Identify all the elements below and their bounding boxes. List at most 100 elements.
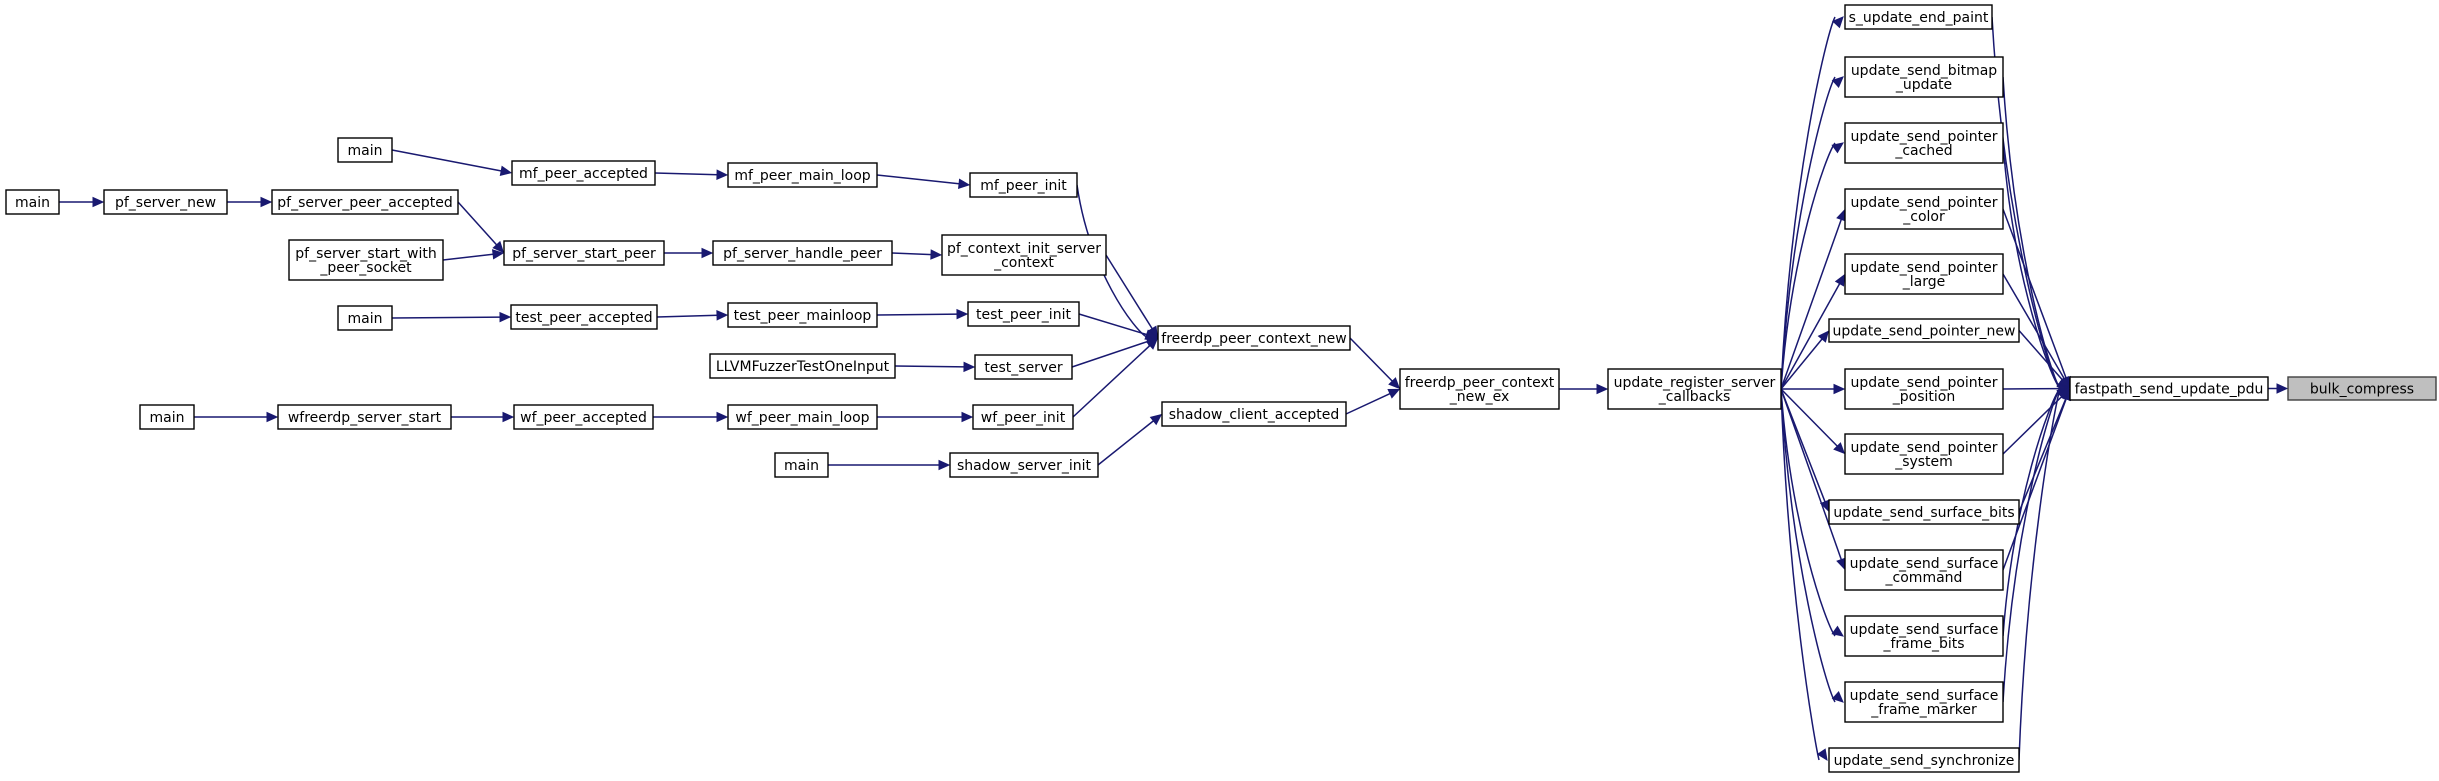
edge-pf-server-new-to-pf-server-peer-accepted (227, 196, 273, 208)
node-fastpath-send-update-pdu[interactable]: fastpath_send_update_pdu (2069, 376, 2269, 401)
node-label: fastpath_send_update_pdu (2075, 382, 2264, 398)
node-box (2287, 376, 2437, 401)
node-label: test_peer_mainloop (734, 308, 872, 324)
node-test-peer-accepted[interactable]: test_peer_accepted (510, 304, 658, 330)
node-wf-peer-accepted[interactable]: wf_peer_accepted (513, 404, 654, 430)
node-label: update_send_synchronize (1834, 753, 2015, 769)
node-main-shadow[interactable]: main (774, 452, 829, 478)
edge-wf-peer-main-loop-to-wf-peer-init (877, 411, 974, 423)
edge-test-peer-accepted-to-test-peer-mainloop (656, 310, 729, 321)
node-box (2069, 376, 2269, 401)
node-update-send-pointer-position[interactable]: update_send_pointer_position (1844, 368, 2004, 410)
node-wfreerdp-server-start[interactable]: wfreerdp_server_start (277, 404, 452, 430)
node-label: main (348, 143, 383, 159)
node-mf-peer-init[interactable]: mf_peer_init (969, 172, 1078, 198)
node-update-send-surface-bits[interactable]: update_send_surface_bits (1828, 499, 2020, 525)
node-update-send-surface-command[interactable]: update_send_surface_command (1844, 549, 2004, 591)
edge-mf-peer-accepted-to-mf-peer-main-loop (654, 169, 729, 180)
node-label: update_send_pointer (1850, 375, 1997, 391)
node-update-send-surface-frame-bits[interactable]: update_send_surface_frame_bits (1844, 615, 2004, 657)
edge-pf-server-start-peer-to-pf-server-handle-peer (664, 247, 714, 259)
node-update-send-pointer-cached[interactable]: update_send_pointer_cached (1844, 122, 2004, 164)
edge-pf-server-handle-peer-to-pf-context-init-server-context (891, 249, 943, 260)
node-pf-server-peer-accepted[interactable]: pf_server_peer_accepted (271, 189, 459, 215)
node-box (1828, 747, 2020, 773)
node-main-pf[interactable]: main (5, 189, 60, 215)
node-pf-server-new[interactable]: pf_server_new (103, 189, 228, 215)
node-llvmfuzzertestoneinput[interactable]: LLVMFuzzerTestOneInput (709, 353, 896, 379)
node-box (1844, 188, 2004, 230)
node-box (503, 240, 665, 266)
node-box (1844, 253, 2004, 295)
node-label: update_send_surface (1850, 688, 1999, 704)
edge-update-register-server-callbacks-to-update-send-surface-frame-bits (1780, 388, 1844, 637)
node-shadow-client-accepted[interactable]: shadow_client_accepted (1161, 401, 1347, 427)
edge-freerdp-peer-context-new-ex-to-update-register-server-callbacks (1559, 383, 1609, 395)
node-label: update_register_server (1614, 375, 1776, 391)
node-wf-peer-init[interactable]: wf_peer_init (972, 404, 1074, 430)
node-mf-peer-main-loop[interactable]: mf_peer_main_loop (727, 162, 878, 188)
node-box (510, 304, 658, 330)
edge-wfreerdp-server-start-to-wf-peer-accepted (451, 411, 515, 423)
node-update-send-pointer-new[interactable]: update_send_pointer_new (1828, 318, 2020, 343)
node-label: main (15, 195, 50, 211)
node-label: main (784, 458, 819, 474)
node-test-peer-mainloop[interactable]: test_peer_mainloop (727, 302, 878, 328)
edge-shadow-client-accepted-to-freerdp-peer-context-new-ex (1345, 388, 1401, 415)
node-label: _system (1894, 454, 1953, 470)
node-pf-context-init-server-context[interactable]: pf_context_init_server_context (941, 234, 1107, 276)
node-update-send-pointer-color[interactable]: update_send_pointer_color (1844, 188, 2004, 230)
node-label: wf_peer_main_loop (735, 410, 869, 426)
node-mf-peer-accepted[interactable]: mf_peer_accepted (511, 160, 656, 186)
node-wf-peer-main-loop[interactable]: wf_peer_main_loop (727, 404, 878, 430)
node-box (967, 301, 1080, 327)
edge-wf-peer-init-to-freerdp-peer-context-new (1072, 337, 1159, 418)
edge-update-register-server-callbacks-to-update-send-pointer-position (1781, 383, 1846, 395)
node-box (337, 305, 393, 331)
node-box (1161, 401, 1347, 427)
node-pf-server-handle-peer[interactable]: pf_server_handle_peer (712, 240, 893, 266)
edge-main-shadow-to-shadow-server-init (828, 459, 951, 471)
node-label: pf_server_start_with (295, 246, 436, 262)
node-box (727, 302, 878, 328)
node-label: s_update_end_paint (1849, 10, 1989, 26)
node-update-send-pointer-system[interactable]: update_send_pointer_system (1844, 433, 2004, 475)
node-update-send-synchronize[interactable]: update_send_synchronize (1828, 747, 2020, 773)
node-label: _new_ex (1449, 389, 1510, 405)
node-main-wf[interactable]: main (139, 404, 195, 430)
node-box (727, 404, 878, 430)
node-label: _command (1885, 570, 1963, 586)
node-update-send-bitmap-update[interactable]: update_send_bitmap_update (1844, 56, 2004, 98)
node-shadow-server-init[interactable]: shadow_server_init (949, 452, 1099, 478)
node-box (941, 234, 1107, 276)
node-update-register-server-callbacks[interactable]: update_register_server_callbacks (1607, 368, 1782, 410)
node-test-server[interactable]: test_server (974, 354, 1073, 380)
node-main-mf[interactable]: main (337, 137, 393, 163)
node-box (969, 172, 1078, 198)
node-freerdp-peer-context-new-ex[interactable]: freerdp_peer_context_new_ex (1399, 368, 1560, 410)
node-main-test[interactable]: main (337, 305, 393, 331)
node-pf-server-start-peer[interactable]: pf_server_start_peer (503, 240, 665, 266)
node-label: mf_peer_main_loop (734, 168, 870, 184)
node-test-peer-init[interactable]: test_peer_init (967, 301, 1080, 327)
node-pf-server-start-with-peer-socket[interactable]: pf_server_start_with_peer_socket (288, 239, 444, 281)
edge-pf-server-start-with-peer-socket-to-pf-server-start-peer (442, 249, 505, 261)
node-update-send-pointer-large[interactable]: update_send_pointer_large (1844, 253, 2004, 295)
node-freerdp-peer-context-new[interactable]: freerdp_peer_context_new (1157, 325, 1351, 351)
node-label: main (348, 311, 383, 327)
edge-update-send-surface-command-to-fastpath-send-update-pdu (2002, 388, 2071, 571)
edge-update-register-server-callbacks-to-update-send-bitmap-update (1780, 76, 1844, 390)
node-box (1399, 368, 1560, 410)
node-s-update-end-paint[interactable]: s_update_end_paint (1844, 4, 1993, 30)
node-label: mf_peer_accepted (519, 166, 648, 182)
node-label: test_peer_init (976, 307, 1071, 323)
edge-update-register-server-callbacks-to-update-send-pointer-new (1780, 330, 1830, 390)
node-label: pf_server_handle_peer (723, 246, 882, 262)
node-label: pf_server_peer_accepted (277, 195, 452, 211)
node-box (949, 452, 1099, 478)
node-update-send-surface-frame-marker[interactable]: update_send_surface_frame_marker (1844, 681, 2004, 723)
node-label: test_server (984, 360, 1062, 376)
node-label: pf_context_init_server (947, 241, 1101, 257)
node-label: freerdp_peer_context_new (1161, 331, 1346, 347)
edge-update-register-server-callbacks-to-update-send-pointer-large (1780, 273, 1846, 390)
